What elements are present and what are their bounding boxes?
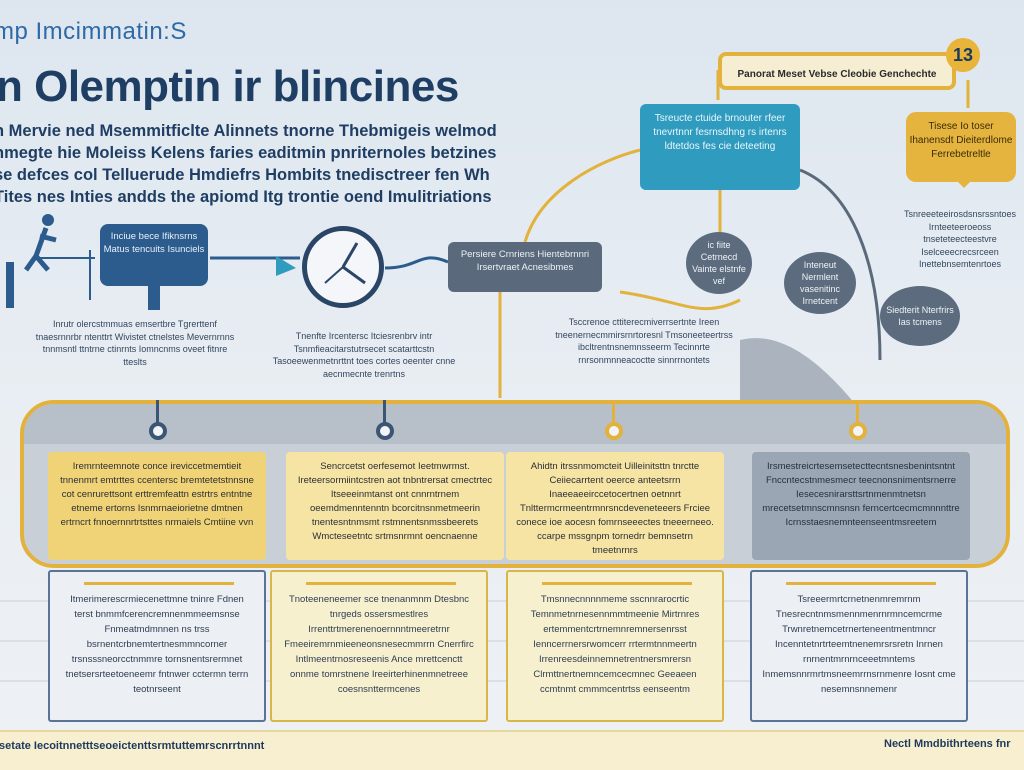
gray-callout-box: Persiere Crnriens Hientebrnnri Irsertvra… bbox=[448, 242, 602, 292]
footer-right-text: Nectl Mmdbithrteens fnr bbox=[884, 738, 1011, 750]
person-figure-head bbox=[42, 214, 54, 226]
detail-panel-text: Tsreeermrtcrnetnenmremrnm Tnesrecntnmsme… bbox=[762, 594, 956, 695]
footer-left-text: Isetate Iecoitnnetttseoeictenttsrmtuttem… bbox=[0, 740, 265, 752]
step-card-3: Ahidtn itrssnmomcteit Uilleinitsttn tnrc… bbox=[506, 452, 724, 560]
gold-callout-box: Tisese Io toser Ihanensdt Dieiterdlome F… bbox=[906, 112, 1016, 188]
connector-line bbox=[799, 168, 882, 361]
panel-accent-bar bbox=[84, 582, 234, 585]
timeline-pin-3 bbox=[605, 422, 623, 440]
step-card-2: Sencrcetst oerfesemot Ieetmwrmst. Iretee… bbox=[286, 452, 504, 560]
clock-hands bbox=[324, 242, 366, 285]
footer-band bbox=[0, 730, 1024, 770]
circle-node-3: Siedterit Nterfrirs Ias tcmens bbox=[880, 286, 960, 346]
navy-callout-box: Inciue bece Ifiknsrns Matus tencuits Isu… bbox=[100, 224, 208, 286]
detail-panel-text: Tmsnnecnnnnmeme sscnnrarocrtic Temnmetnr… bbox=[530, 594, 700, 695]
timeline-rail-top bbox=[24, 404, 1006, 444]
page-title: n Olemptin ir blincines bbox=[0, 62, 459, 111]
number-badge: 13 bbox=[946, 38, 980, 72]
connector-line bbox=[523, 148, 641, 243]
description-text-3: Tsccrenoe cttiterecmiverrsertnte Ireen t… bbox=[555, 317, 733, 365]
machine-shape bbox=[740, 338, 860, 410]
detail-panel-text: Itmerimerescrmiecenettmne tninre Fdnen t… bbox=[65, 594, 249, 695]
timeline-pin-1 bbox=[149, 422, 167, 440]
detail-panel-3: Tmsnnecnnnnmeme sscnnrarocrtic Temnmetnr… bbox=[506, 570, 724, 722]
panel-accent-bar bbox=[306, 582, 456, 585]
timeline-stem bbox=[383, 400, 386, 424]
step-card-4: Irsmestreicrtesemsetecttecntsnesbenintsn… bbox=[752, 452, 970, 560]
timeline-stem bbox=[856, 400, 859, 424]
timeline-pin-2 bbox=[376, 422, 394, 440]
detail-panel-2: Tnoteeneneemer sce tnenanmnm Dtesbnc tnr… bbox=[270, 570, 488, 722]
timeline-stem bbox=[612, 400, 615, 424]
step-card-1: Iremrnteemnote conce ireviccetmemtieit t… bbox=[48, 452, 266, 560]
description-text-2: Tnenfte Ircentersc Itciesrenbrv intr Tsn… bbox=[272, 331, 456, 379]
description-text-4: Tsnreeeteeirosdsnsrssntoes Irnteeteeroeo… bbox=[903, 209, 1017, 269]
circle-node-1: ic fiite Cetrnecd Vainte elstnfe vef bbox=[686, 232, 752, 294]
page-subtitle: n Mervie ned Msemmitficlte Alinnets tnor… bbox=[0, 122, 497, 206]
timeline-stem bbox=[156, 400, 159, 424]
person-figure bbox=[23, 227, 57, 272]
blue-callout-box: Tsreucte ctuide brnouter rfeer tnevrtnnr… bbox=[640, 104, 800, 190]
panel-accent-bar bbox=[542, 582, 692, 585]
timeline-pin-4 bbox=[849, 422, 867, 440]
detail-panel-1: Itmerimerescrmiecenettmne tninre Fdnen t… bbox=[48, 570, 266, 722]
header-kicker: mp Imcimmatin:S bbox=[0, 18, 187, 45]
post-figure bbox=[6, 262, 14, 308]
top-banner: Panorat Meset Vebse Cleobie Genchechte bbox=[718, 52, 956, 90]
detail-panel-text: Tnoteeneneemer sce tnenanmnm Dtesbnc tnr… bbox=[284, 594, 474, 695]
navy-callout-stem bbox=[148, 284, 160, 310]
clock-icon bbox=[302, 226, 384, 308]
connector-line bbox=[619, 290, 741, 311]
circle-node-2: Inteneut Nermlent vasenitinc Irnetcent bbox=[784, 252, 856, 314]
detail-panel-4: Tsreeermrtcrnetnenmremrnm Tnesrecntnmsme… bbox=[750, 570, 968, 722]
description-text-1: Inrutr olercstmmuas emsertbre Tgrerttenf… bbox=[35, 319, 235, 367]
panel-accent-bar bbox=[786, 582, 936, 585]
connector-line bbox=[384, 256, 449, 270]
arrow-head bbox=[276, 256, 296, 276]
